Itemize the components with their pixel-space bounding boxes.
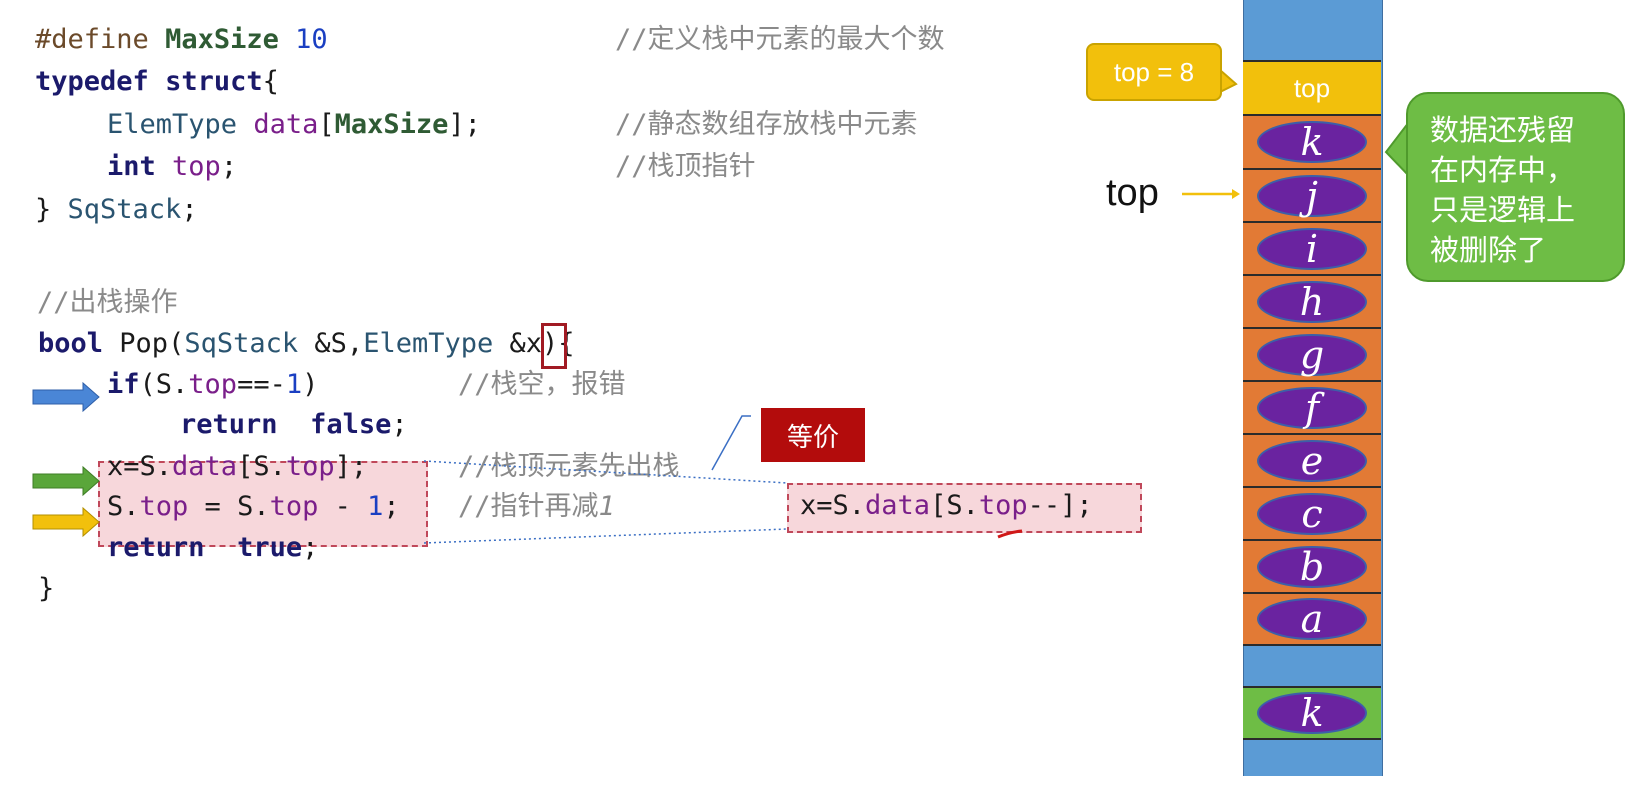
stack-element: i — [1257, 227, 1367, 270]
equivalent-label: 等价 — [761, 408, 865, 462]
code-line-field-data: ElemType data[MaxSize]; — [107, 109, 481, 140]
stack-element: j — [1257, 174, 1367, 217]
connector-line-top — [423, 460, 788, 484]
stack-element: c — [1257, 492, 1367, 535]
stack-element: a — [1257, 598, 1367, 640]
stack-cell: a — [1243, 592, 1381, 646]
amp-reference-symbol: & — [509, 328, 526, 359]
code-line-pop-signature: bool Pop(SqStack &S,ElemType &x){ — [38, 328, 575, 359]
side-top-pointer-label: top — [1106, 172, 1159, 214]
yellow-arrow-icon — [32, 506, 100, 538]
equiv-pointer-line — [711, 415, 751, 471]
code-line-decrement: S.top = S.top - 1; — [107, 491, 400, 522]
stack-cell: j — [1243, 168, 1381, 221]
stack-cell: b — [1243, 539, 1381, 592]
comment-field-data: //静态数组存放栈中元素 — [615, 109, 918, 140]
comment-pop-operation: //出栈操作 — [37, 287, 178, 318]
code-line-struct-close: } SqStack; — [35, 194, 198, 225]
code-line-fn-close: } — [38, 573, 55, 604]
code-line-return-false: return false; — [180, 409, 408, 440]
stack-cell: h — [1243, 274, 1381, 327]
comment-if: //栈空，报错 — [458, 369, 626, 400]
stack-element: g — [1257, 333, 1367, 376]
stack-element: k — [1257, 121, 1367, 163]
stack-cell: k — [1243, 114, 1381, 168]
blue-arrow-icon — [32, 381, 100, 413]
code-line-typedef: typedef struct{ — [35, 66, 279, 97]
stack-top-cell: top — [1243, 60, 1381, 114]
code-line-define: #define MaxSize 10 — [35, 24, 328, 55]
comment-decrement: //指针再减1 — [458, 491, 615, 522]
stack-element: e — [1257, 439, 1367, 482]
residual-data-note: 数据还残留 在内存中， 只是逻辑上 被删除了 — [1406, 92, 1625, 282]
equivalent-code-box — [787, 483, 1142, 533]
stack-cell: c — [1243, 486, 1381, 539]
comment-define: //定义栈中元素的最大个数 — [615, 24, 945, 55]
code-line-if: if(S.top==-1) — [107, 369, 319, 400]
comment-field-top: //栈顶指针 — [615, 151, 756, 182]
equivalent-code: x=S.data[S.top--]; — [800, 490, 1093, 521]
red-underline-mark — [997, 529, 1023, 539]
popped-element-cell: k — [1243, 686, 1381, 740]
amp-highlight-box — [541, 323, 567, 369]
stack-cell: f — [1243, 380, 1381, 433]
comment-assign: //栈顶元素先出栈 — [458, 451, 680, 482]
stack-element: h — [1257, 280, 1367, 323]
code-line-return-true: return true; — [107, 532, 319, 563]
stack-element: f — [1257, 386, 1367, 429]
stack-cell: g — [1243, 327, 1381, 380]
popped-element: k — [1257, 692, 1367, 734]
stack-element: b — [1257, 545, 1367, 588]
code-line-field-top: int top; — [107, 151, 238, 182]
side-top-arrow-head — [1232, 189, 1240, 199]
stack-cell: i — [1243, 221, 1381, 274]
green-arrow-icon — [32, 465, 100, 497]
stack-cell: e — [1243, 433, 1381, 486]
top-bubble-tail — [1219, 67, 1238, 94]
highlighted-statements-box — [98, 461, 428, 547]
stack-top-cell-label: top — [1293, 72, 1331, 103]
code-line-assign: x=S.data[S.top]; — [107, 451, 368, 482]
connector-line-bottom — [423, 528, 788, 544]
top-value-bubble: top = 8 — [1086, 43, 1222, 101]
